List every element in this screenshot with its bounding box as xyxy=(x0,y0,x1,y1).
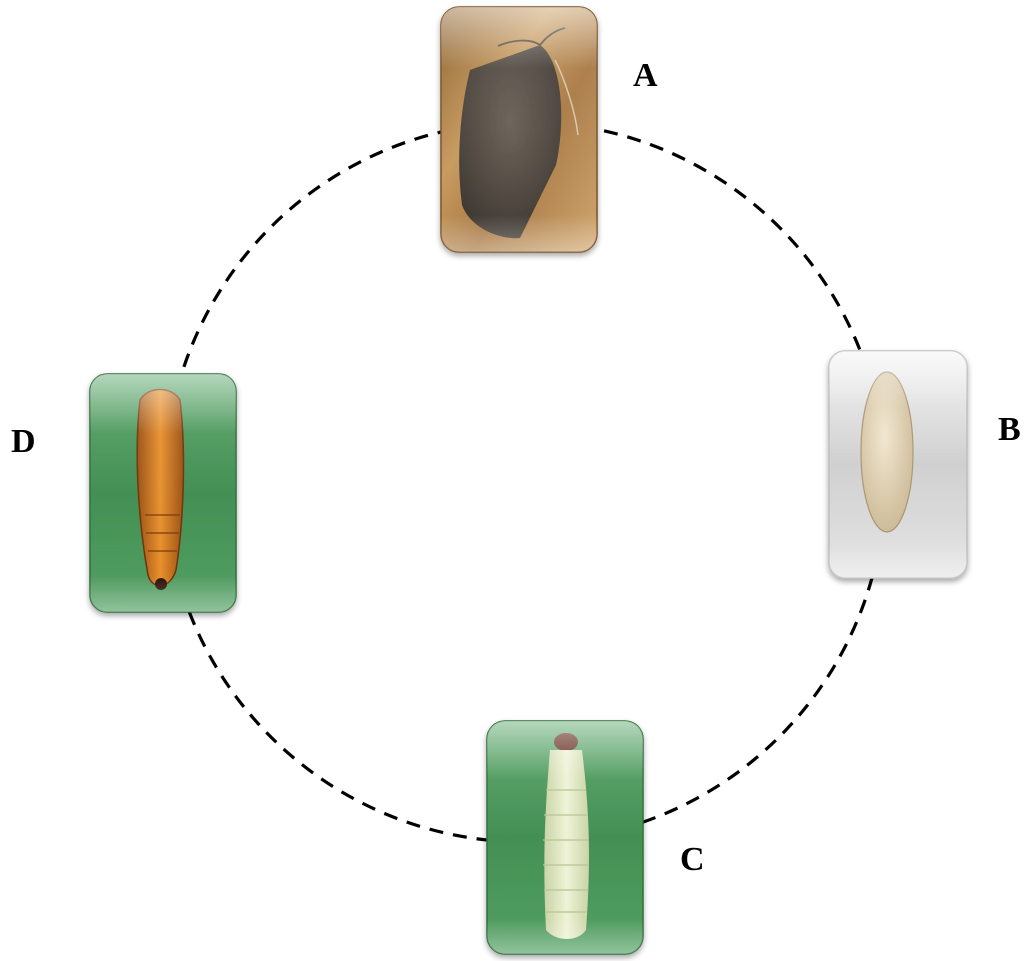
stage-label-d: D xyxy=(11,423,36,460)
stage-label-b: B xyxy=(998,411,1021,448)
stage-card-adult-moth xyxy=(440,6,598,253)
stage-card-pupa xyxy=(89,373,237,613)
stage-label-a: A xyxy=(633,57,658,94)
stage-card-egg xyxy=(828,350,968,579)
stage-label-c: C xyxy=(680,841,705,878)
stage-card-larva xyxy=(486,720,644,955)
